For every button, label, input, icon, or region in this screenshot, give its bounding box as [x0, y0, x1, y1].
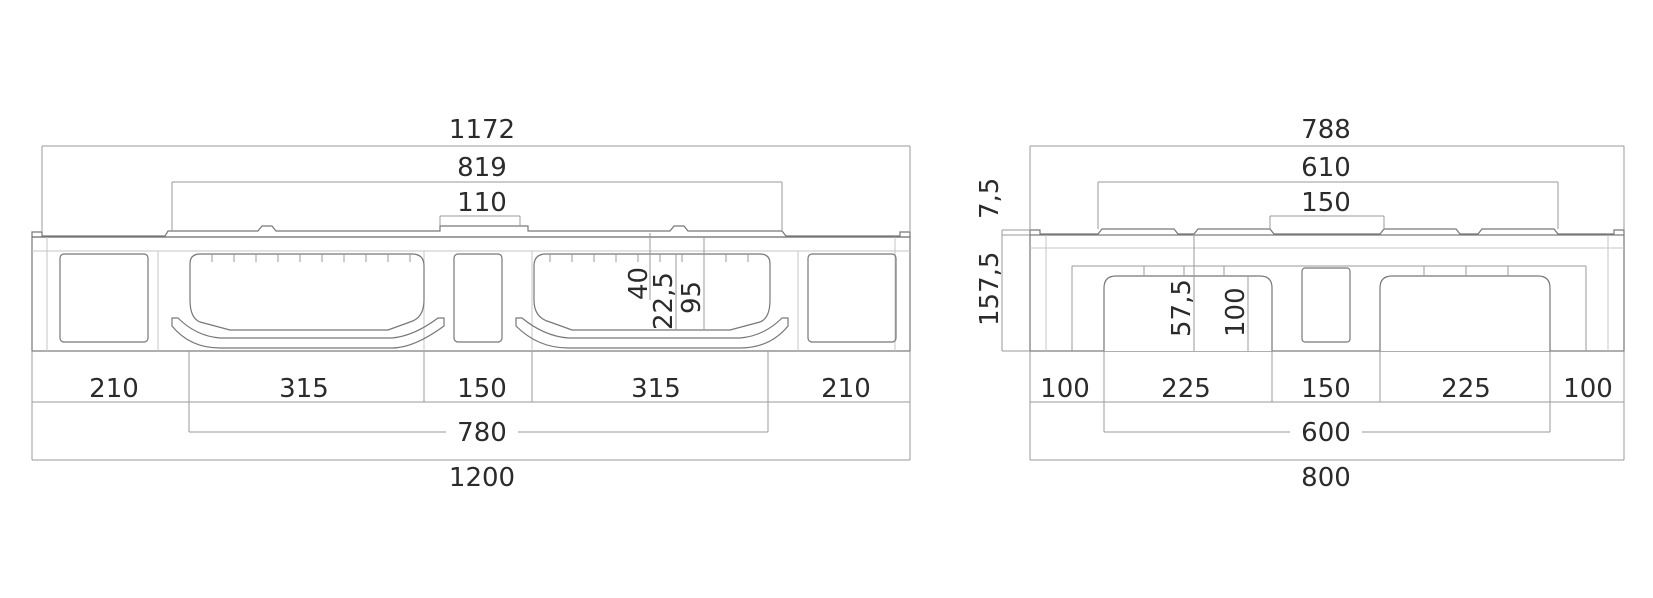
long-bottom-seg-1-label: 210 — [89, 374, 139, 404]
long-side-top-deck — [31, 225, 911, 237]
short-overall-bottom-label: 800 — [1301, 463, 1351, 493]
right-end-block — [807, 253, 897, 343]
long-side-body — [31, 236, 911, 352]
center-block — [453, 253, 503, 343]
long-bottom-seg-3-label: 150 — [457, 374, 507, 404]
long-height-95-label: 95 — [677, 281, 707, 314]
short-total-height-label: 157,5 — [975, 252, 1005, 326]
short-center-block — [1301, 267, 1351, 343]
long-opening-span-label: 780 — [457, 418, 507, 448]
long-top-block-span-label: 819 — [457, 153, 507, 183]
long-height-40-label: 40 — [624, 267, 654, 300]
long-top-center-block-label: 110 — [457, 188, 507, 218]
short-bottom-seg-1-label: 100 — [1040, 374, 1090, 404]
short-overall-top-label: 788 — [1301, 115, 1351, 145]
long-side-view: 1172 819 110 40 22,5 95 210 315 150 315 … — [31, 115, 911, 493]
right-fork-opening — [515, 253, 789, 349]
short-right-fork-opening — [1379, 275, 1551, 351]
short-side-top-deck — [1029, 228, 1625, 235]
short-bottom-seg-3-label: 150 — [1301, 374, 1351, 404]
long-overall-bottom-label: 1200 — [449, 463, 515, 493]
short-opening-span-label: 600 — [1301, 418, 1351, 448]
short-side-view: 788 610 150 7,5 157,5 57,5 100 100 225 1… — [975, 115, 1625, 493]
short-deck-thickness-label: 7,5 — [975, 178, 1005, 219]
short-bottom-seg-4-label: 225 — [1441, 374, 1491, 404]
long-bottom-seg-2-label: 315 — [279, 374, 329, 404]
short-bottom-seg-5-label: 100 — [1563, 374, 1613, 404]
long-bottom-seg-4-label: 315 — [631, 374, 681, 404]
short-bottom-seg-2-label: 225 — [1161, 374, 1211, 404]
long-height-22-5-label: 22,5 — [649, 272, 679, 330]
short-height-57-5-label: 57,5 — [1167, 279, 1197, 337]
long-overall-top-label: 1172 — [449, 115, 515, 145]
short-side-body — [1029, 234, 1625, 352]
left-fork-opening — [171, 253, 445, 349]
short-left-fork-opening — [1103, 275, 1273, 351]
short-top-block-span-label: 610 — [1301, 153, 1351, 183]
long-bottom-seg-5-label: 210 — [821, 374, 871, 404]
short-top-center-block-label: 150 — [1301, 188, 1351, 218]
left-end-block — [59, 253, 149, 343]
short-height-100-label: 100 — [1221, 287, 1251, 337]
